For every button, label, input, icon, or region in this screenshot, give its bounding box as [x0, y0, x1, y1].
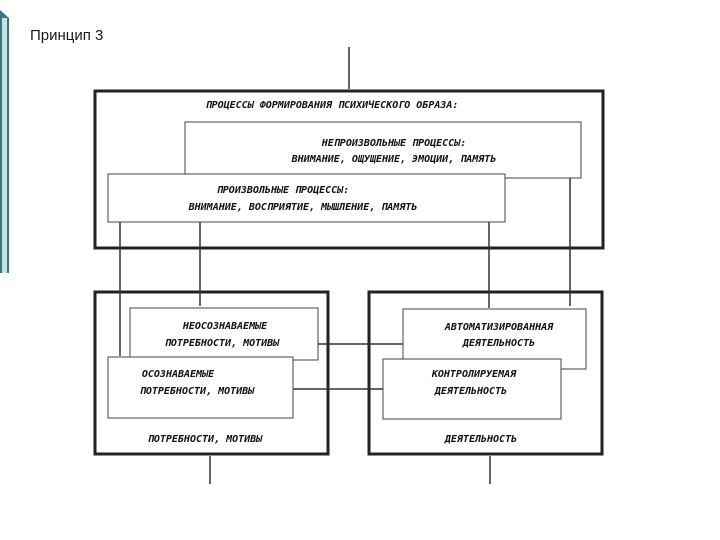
- involuntary-processes-box: [184, 121, 582, 179]
- controlled-activity-box: [382, 358, 562, 420]
- involuntary-processes-line1: НЕПРОИЗВОЛЬНЫЕ ПРОЦЕССЫ:: [321, 138, 467, 149]
- top-block-frame: [93, 89, 605, 250]
- voluntary-processes-box: [107, 173, 506, 223]
- voluntary-processes-line1: ПРОИЗВОЛЬНЫЕ ПРОЦЕССЫ:: [217, 185, 349, 196]
- controlled-activity-line2: ДЕЯТЕЛЬНОСТЬ: [434, 386, 507, 397]
- slide-accent-bar: [0, 10, 9, 273]
- automated-activity-line1: АВТОМАТИЗИРОВАННАЯ: [444, 322, 554, 333]
- controlled-activity-line1: КОНТРОЛИРУЕМАЯ: [431, 369, 517, 380]
- slide-title: Принцип 3: [30, 27, 104, 44]
- activity-block-label: ДЕЯТЕЛЬНОСТЬ: [444, 434, 517, 445]
- connector-lines: [119, 47, 571, 484]
- involuntary-processes-line2: ВНИМАНИЕ, ОЩУЩЕНИЕ, ЭМОЦИИ, ПАМЯТЬ: [291, 154, 497, 165]
- conscious-needs-box: [107, 356, 294, 419]
- unconscious-needs-line1: НЕОСОЗНАВАЕМЫЕ: [182, 321, 268, 332]
- automated-activity-line2: ДЕЯТЕЛЬНОСТЬ: [462, 338, 535, 349]
- conscious-needs-line2: ПОТРЕБНОСТИ, МОТИВЫ: [140, 386, 255, 397]
- needs-block-frame: [93, 290, 330, 456]
- top-block-title: ПРОЦЕССЫ ФОРМИРОВАНИЯ ПСИХИЧЕСКОГО ОБРАЗ…: [206, 100, 459, 111]
- voluntary-processes-line2: ВНИМАНИЕ, ВОСПРИЯТИЕ, МЫШЛЕНИЕ, ПАМЯТЬ: [188, 202, 418, 213]
- unconscious-needs-line2: ПОТРЕБНОСТИ, МОТИВЫ: [165, 338, 280, 349]
- conscious-needs-line1: ОСОЗНАВАЕМЫЕ: [142, 369, 215, 380]
- activity-block-frame: [367, 290, 604, 456]
- needs-block-label: ПОТРЕБНОСТИ, МОТИВЫ: [148, 434, 263, 445]
- unconscious-needs-box: [129, 307, 319, 361]
